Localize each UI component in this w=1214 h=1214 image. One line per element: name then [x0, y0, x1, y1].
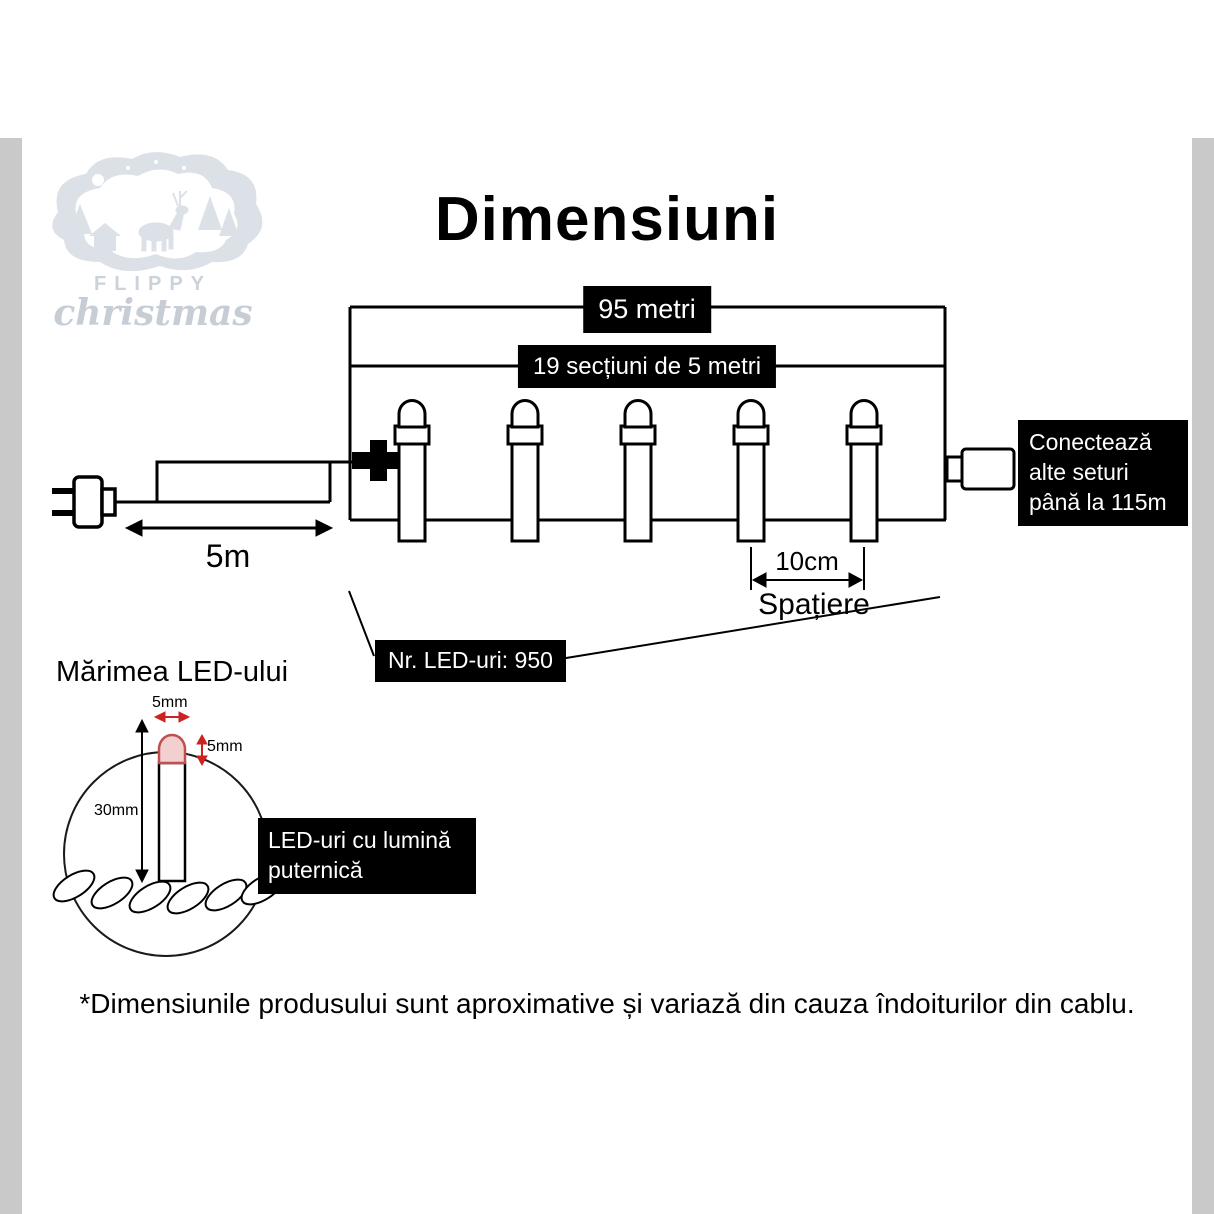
sections-label: 19 secțiuni de 5 metri	[517, 345, 777, 389]
led-size-diagram	[52, 711, 284, 957]
spacing-value-label: 10cm	[775, 546, 839, 576]
winter-scene-logo-icon	[52, 151, 263, 272]
page-title: Dimensiuni	[434, 185, 780, 254]
arrow-5m	[124, 519, 334, 537]
led-callout-label: LED-uri cu lumină puternică	[258, 818, 476, 894]
body-height-label: 30mm	[94, 802, 139, 819]
led-bulb	[619, 399, 657, 543]
moon-icon	[92, 174, 104, 186]
power-plug-icon	[52, 475, 117, 529]
left-gray-strip	[0, 138, 22, 1214]
brand-script-name: christmas	[53, 292, 253, 334]
deer-icon	[138, 190, 189, 252]
led-bulb	[393, 399, 431, 543]
right-gray-strip	[1192, 138, 1214, 1214]
disclaimer-text: *Dimensiunile produsului sunt aproximati…	[79, 988, 1135, 1019]
brand-name: FLIPPY	[93, 273, 212, 295]
lead-length-label: 5m	[205, 538, 251, 574]
tree-icons	[68, 196, 239, 236]
extension-note-label: Conectează alte seturi până la 115m	[1018, 420, 1188, 526]
tip-width-label: 5mm	[152, 694, 188, 711]
arrow-tip-width	[153, 711, 191, 723]
twisted-wire	[52, 869, 284, 915]
arrow-tip-height	[196, 733, 208, 767]
led-bulb	[732, 399, 770, 543]
led-bulb	[845, 399, 883, 543]
brand-logo: FLIPPY christmas	[28, 146, 278, 334]
cross-connector-icon	[352, 440, 406, 481]
total-length-label: 95 metri	[583, 286, 711, 334]
led-count-label: Nr. LED-uri: 950	[375, 640, 566, 682]
led-size-heading: Mărimea LED-ului	[56, 656, 289, 688]
led-bulb	[506, 399, 544, 543]
tip-height-label: 5mm	[207, 738, 243, 755]
arrow-30mm	[135, 718, 149, 884]
end-connector-icon	[945, 447, 1016, 491]
led-tip	[157, 733, 187, 765]
measurement-rectangle	[348, 305, 947, 522]
spacing-label: Spațiere	[758, 588, 870, 621]
lead-cable	[114, 460, 378, 504]
house-icon	[89, 223, 121, 251]
led-body	[157, 761, 187, 883]
